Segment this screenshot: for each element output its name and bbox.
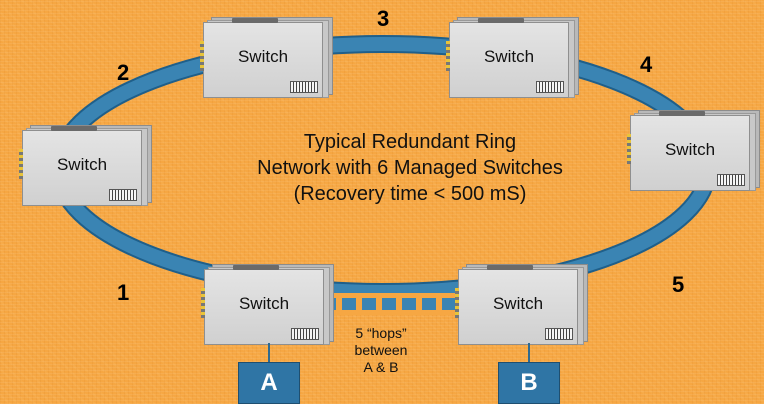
- switch-top-right: Switch: [446, 17, 579, 100]
- switch-bottom-right: Switch: [455, 264, 588, 347]
- host-a-link: [268, 343, 270, 365]
- hops-note-line-2: between: [354, 342, 408, 358]
- switch-label: Switch: [664, 140, 716, 159]
- switch-label: Switch: [483, 47, 535, 66]
- hop-label-1: 1: [117, 280, 130, 305]
- vent-icon: [717, 174, 745, 186]
- hop-label-4: 4: [640, 52, 653, 77]
- hop-label-3: 3: [377, 6, 390, 31]
- switch-top-left: Switch: [200, 17, 333, 100]
- hop-label-5: 5: [672, 272, 685, 297]
- host-a-box: A: [238, 362, 300, 404]
- hops-note-line-1: 5 “hops”: [355, 325, 407, 341]
- title-line-3: (Recovery time < 500 mS): [293, 183, 527, 205]
- hops-note: 5 “hops” between A & B: [341, 325, 421, 376]
- vent-icon: [290, 81, 318, 93]
- switch-right: Switch: [627, 110, 760, 193]
- switch-label: Switch: [238, 294, 290, 313]
- switch-bottom-left: Switch: [201, 264, 334, 347]
- switch-left: Switch: [19, 125, 152, 208]
- vent-icon: [291, 328, 319, 340]
- vent-icon: [545, 328, 573, 340]
- hops-note-line-3: A & B: [363, 359, 399, 375]
- host-b-link: [528, 343, 530, 365]
- diagram-title: Typical Redundant Ring Network with 6 Ma…: [200, 129, 620, 207]
- vent-icon: [536, 81, 564, 93]
- vent-icon: [109, 189, 137, 201]
- switch-label: Switch: [56, 155, 108, 174]
- title-line-2: Network with 6 Managed Switches: [257, 157, 563, 179]
- hop-label-2: 2: [117, 60, 130, 85]
- host-b-box: B: [498, 362, 560, 404]
- title-line-1: Typical Redundant Ring: [303, 131, 517, 153]
- switch-label: Switch: [492, 294, 544, 313]
- switch-label: Switch: [237, 47, 289, 66]
